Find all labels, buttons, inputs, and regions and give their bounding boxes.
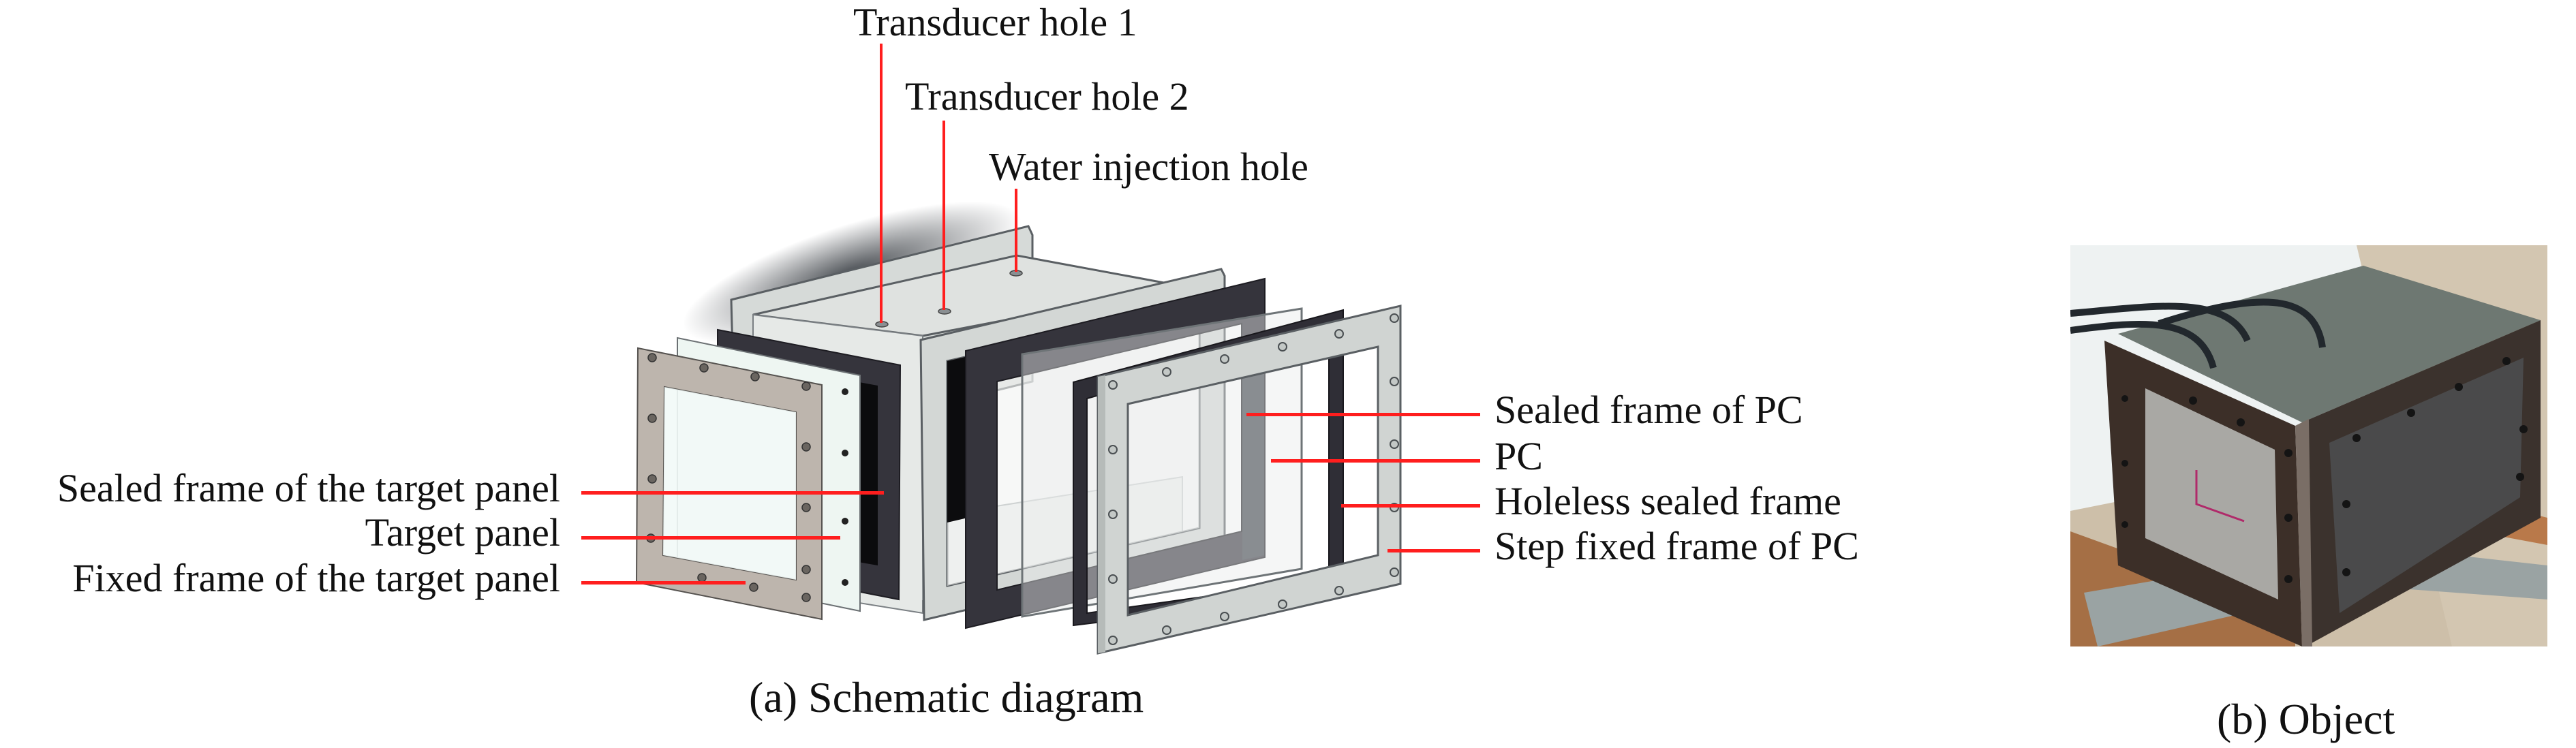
pc-inner-gray <box>1242 349 1264 560</box>
label-fixed-frame-target-panel: Fixed frame of the target panel <box>72 556 560 600</box>
leader-step-fixed-frame-pc <box>1387 549 1480 552</box>
label-pc: PC <box>1494 434 1543 478</box>
leader-fixed-frame-target-panel <box>581 581 746 585</box>
photo-cable-3 <box>2158 298 2326 348</box>
photo-axis-marking <box>2195 470 2245 523</box>
leader-pc <box>1271 459 1480 463</box>
leader-target-panel <box>581 536 840 540</box>
photo-flange-edge <box>2295 419 2312 646</box>
leader-water-injection-hole <box>1015 189 1017 272</box>
caption-object: (b) Object <box>2217 695 2395 743</box>
label-sealed-frame-pc: Sealed frame of PC <box>1494 388 1803 432</box>
leader-transducer-hole-1 <box>880 44 883 323</box>
leader-transducer-hole-2 <box>942 121 945 310</box>
label-step-fixed-frame-pc: Step fixed frame of PC <box>1494 524 1859 568</box>
label-target-panel: Target panel <box>365 510 560 555</box>
object-photo <box>2070 245 2547 646</box>
fixed-frame-window <box>663 387 796 580</box>
caption-schematic-diagram: (a) Schematic diagram <box>749 673 1144 721</box>
label-holeless-sealed-frame: Holeless sealed frame <box>1494 479 1841 523</box>
label-sealed-frame-target-panel: Sealed frame of the target panel <box>57 466 560 510</box>
label-transducer-hole-1: Transducer hole 1 <box>853 0 1137 44</box>
leader-sealed-frame-pc <box>1246 413 1480 416</box>
sealed-frame-pc-shape <box>965 277 1266 629</box>
fixed-frame-bolts <box>646 353 811 602</box>
target-panel-bolts <box>842 388 848 586</box>
photo-cable-1 <box>2070 302 2251 343</box>
leader-holeless-sealed-frame <box>1341 504 1480 508</box>
label-transducer-hole-2: Transducer hole 2 <box>905 74 1189 119</box>
photo-target-panel <box>2145 388 2278 599</box>
leader-sealed-frame-target-panel <box>581 491 884 495</box>
box-front-dark-band <box>947 356 968 523</box>
photo-bolts <box>2121 357 2528 583</box>
photo-pc-window <box>2329 358 2524 613</box>
label-water-injection-hole: Water injection hole <box>989 144 1308 189</box>
photo-cable-2 <box>2070 320 2217 369</box>
step-frame-edge <box>1098 375 1105 653</box>
